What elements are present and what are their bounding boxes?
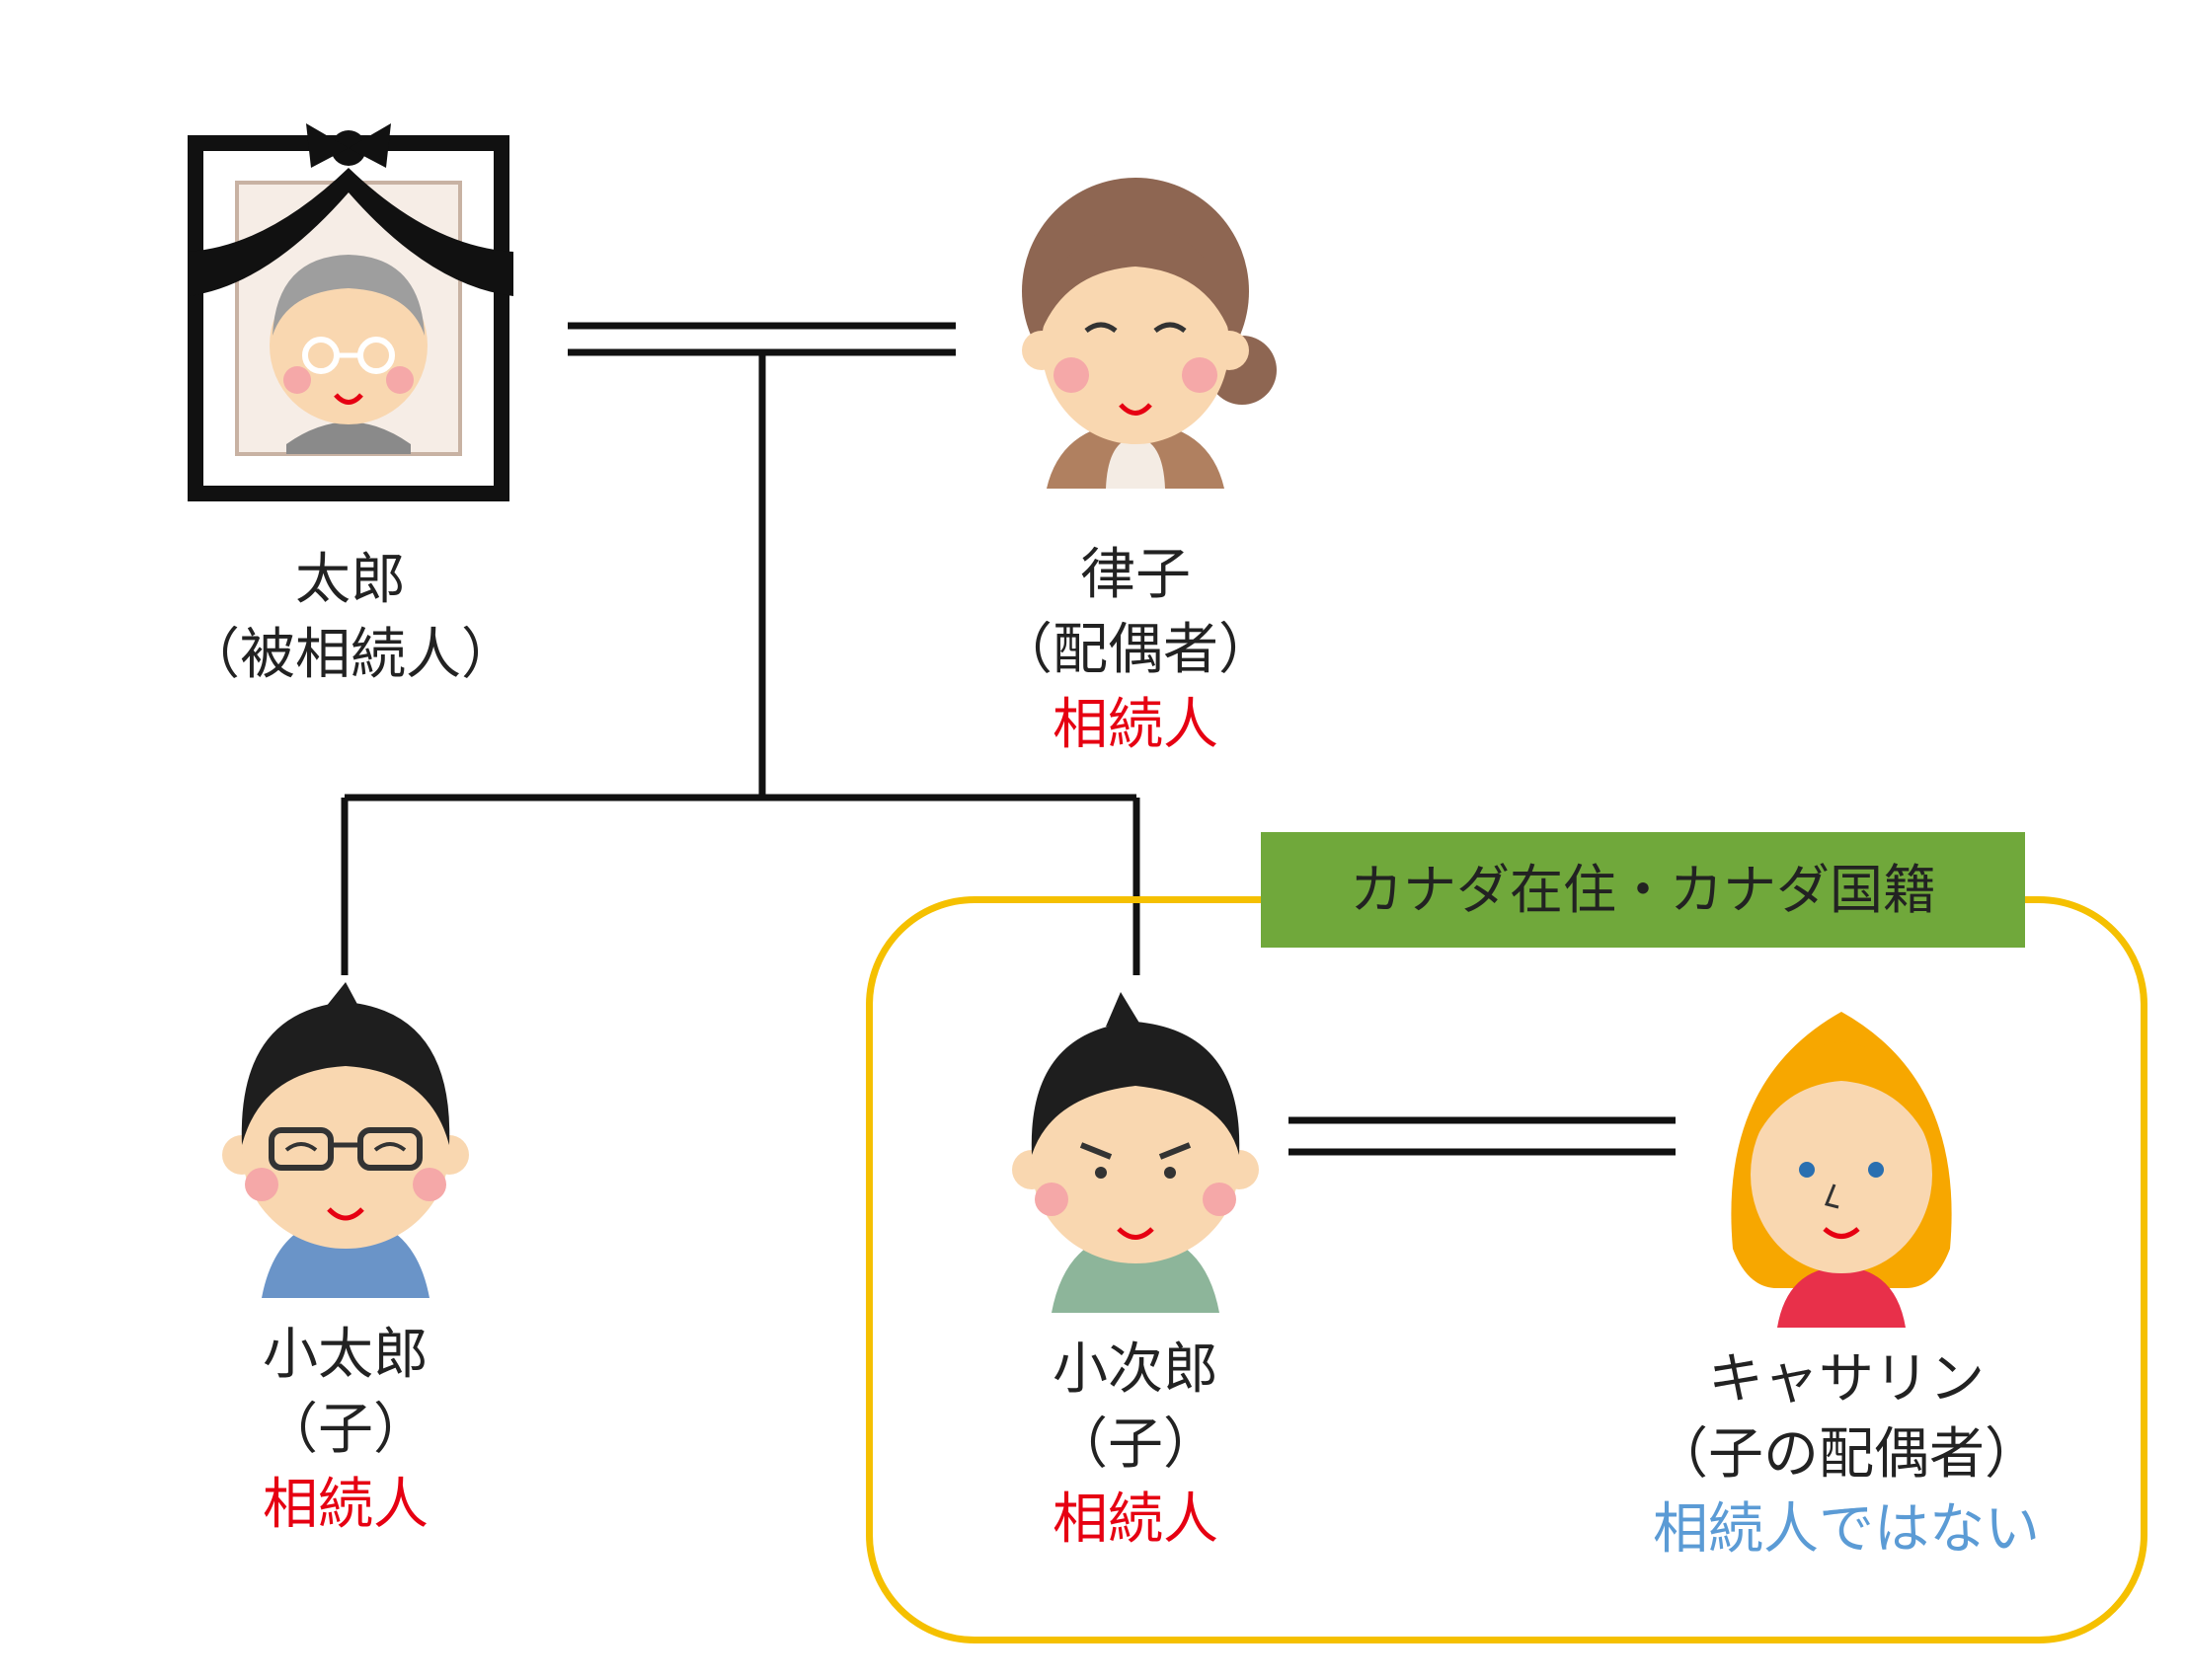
- kojiro-status: 相続人: [1053, 1488, 1218, 1552]
- ritsuko-name: 律子: [1080, 543, 1191, 607]
- taro-role: （被相続人）: [185, 623, 516, 687]
- ritsuko-role: （配偶者）: [997, 618, 1274, 682]
- young-man-icon: [1012, 992, 1259, 1313]
- kotaro-name: 小太郎: [263, 1323, 429, 1387]
- catherine-label: キャサリン （子の配偶者） 相続人ではない: [1619, 1342, 2073, 1567]
- blonde-woman-icon: [1731, 1012, 1952, 1328]
- catherine-role: （子の配偶者）: [1653, 1422, 2040, 1487]
- kojiro-label: 小次郎 （子） 相続人: [968, 1333, 1303, 1558]
- kojiro-name: 小次郎: [1053, 1337, 1218, 1402]
- memorial-portrait-icon: [188, 123, 513, 501]
- canada-residence-banner: カナダ在住・カナダ国籍: [1261, 832, 2025, 948]
- kotaro-role: （子）: [263, 1398, 429, 1462]
- kotaro-label: 小太郎 （子） 相続人: [178, 1318, 513, 1543]
- taro-name: 太郎: [295, 548, 406, 612]
- ritsuko-status: 相続人: [1053, 693, 1218, 757]
- taro-label: 太郎 （被相続人）: [183, 543, 518, 693]
- kotaro-status: 相続人: [263, 1473, 429, 1537]
- man-with-glasses-icon: [222, 982, 469, 1298]
- ritsuko-label: 律子 （配偶者） 相続人: [968, 538, 1303, 763]
- catherine-status: 相続人ではない: [1653, 1497, 2040, 1562]
- kojiro-role: （子）: [1053, 1413, 1218, 1477]
- catherine-name: キャサリン: [1708, 1347, 1985, 1412]
- elderly-woman-icon: [1022, 178, 1277, 489]
